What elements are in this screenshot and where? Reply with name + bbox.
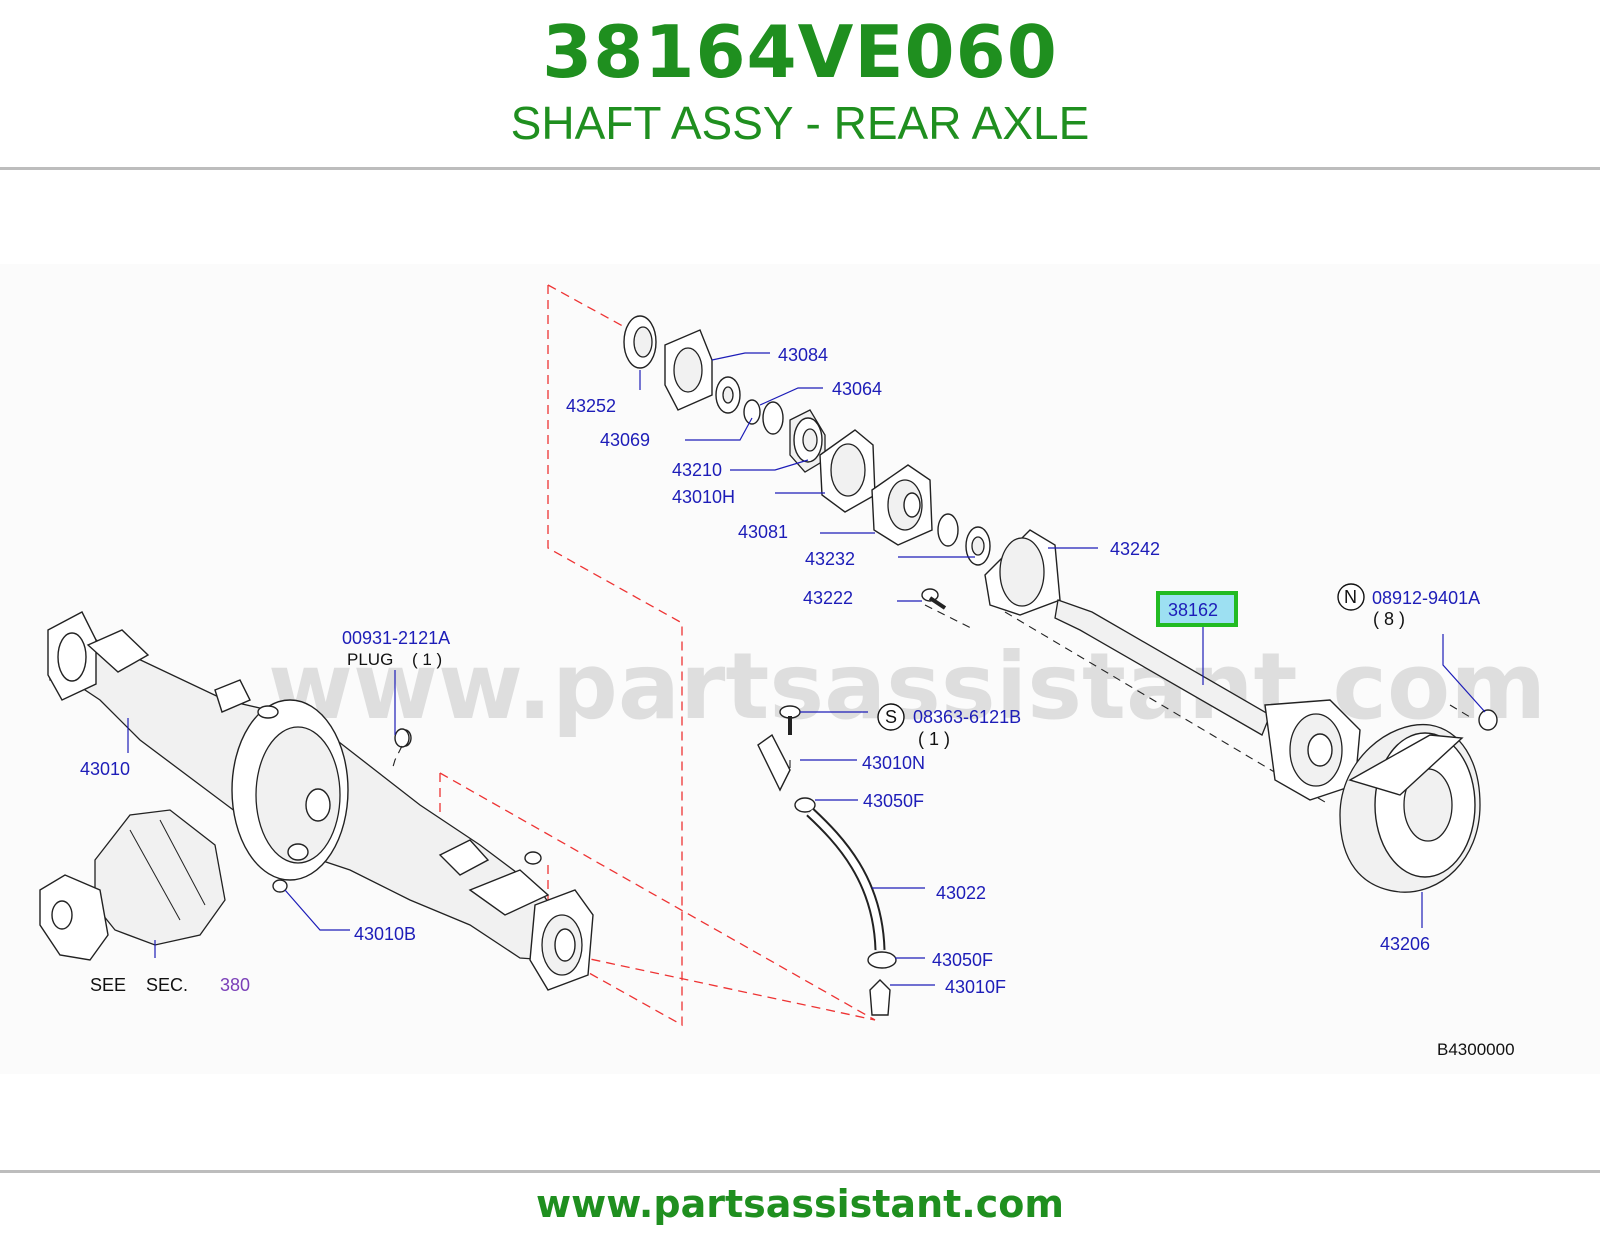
leader-lines: [127, 352, 1486, 986]
axle-housing: [47, 611, 594, 991]
seal-43232: [937, 513, 959, 547]
highlight-box-38162[interactable]: [1156, 591, 1238, 627]
page-subtitle: SHAFT ASSY - REAR AXLE: [510, 97, 1090, 149]
label-43010[interactable]: 43010: [80, 759, 130, 779]
s-mark-label: S: [885, 707, 897, 727]
label-43069[interactable]: 43069: [600, 430, 650, 450]
label-43022[interactable]: 43022: [936, 883, 986, 903]
label-43050f-upper[interactable]: 43050F: [863, 791, 924, 811]
label-43252[interactable]: 43252: [566, 396, 616, 416]
bearing-cage-43010h: [819, 429, 876, 513]
s-mark-icon: [877, 703, 905, 731]
oil-seal-43252: [623, 315, 657, 369]
exploded-frame-top: [547, 284, 631, 331]
page-title: 38164VE060: [542, 10, 1058, 94]
spacer-43064: [762, 401, 784, 435]
label-43010b[interactable]: 43010B: [354, 924, 416, 944]
breather-assembly: [757, 705, 897, 1016]
label-43242[interactable]: 43242: [1110, 539, 1160, 559]
lock-washer-43084: [715, 376, 741, 414]
ring-43069: [743, 399, 761, 425]
nut-08912: [1478, 709, 1498, 731]
differential-carrier: [39, 809, 226, 961]
label-43010f[interactable]: 43010F: [945, 977, 1006, 997]
plug-label: PLUG: [347, 650, 393, 669]
header-divider: [0, 167, 1600, 170]
n-mark-icon: [1337, 583, 1365, 611]
label-00931-2121a[interactable]: 00931-2121A: [342, 628, 450, 648]
qty-08912: ( 8 ): [1373, 609, 1405, 629]
plug-00931: [391, 728, 410, 771]
label-38162[interactable]: 38162: [1168, 600, 1218, 620]
diagram-code: B4300000: [1437, 1040, 1515, 1059]
label-43232[interactable]: 43232: [805, 549, 855, 569]
qty-plug: ( 1 ): [412, 650, 442, 669]
label-43084[interactable]: 43084: [778, 345, 828, 365]
label-43010n[interactable]: 43010N: [862, 753, 925, 773]
label-43206[interactable]: 43206: [1380, 934, 1430, 954]
label-43010h[interactable]: 43010H: [672, 487, 735, 507]
inner-seal-43232: [965, 526, 991, 566]
footer-divider: [0, 1170, 1600, 1173]
bearing-housing-43081: [871, 464, 933, 546]
qty-08363: ( 1 ): [918, 729, 950, 749]
label-08363-6121b[interactable]: 08363-6121B: [913, 707, 1021, 727]
backing-plate-43242: [984, 529, 1061, 616]
label-43081[interactable]: 43081: [738, 522, 788, 542]
label-08912-9401a[interactable]: 08912-9401A: [1372, 588, 1480, 608]
sec-label: SEC.: [146, 975, 188, 995]
label-43064[interactable]: 43064: [832, 379, 882, 399]
exploded-frame-diagonal: [439, 772, 876, 1021]
bolt-43222: [921, 588, 947, 610]
diagram-background: [0, 264, 1600, 1074]
label-43210[interactable]: 43210: [672, 460, 722, 480]
label-43050f-lower[interactable]: 43050F: [932, 950, 993, 970]
n-mark-label: N: [1344, 587, 1357, 607]
see-label: SEE: [90, 975, 126, 995]
axle-shaft-38162: [1054, 599, 1361, 801]
section-link-380[interactable]: 380: [220, 975, 250, 995]
footer-site-link[interactable]: www.partsassistant.com: [536, 1182, 1064, 1226]
gasket-43069: [664, 329, 713, 411]
header: 38164VE060 SHAFT ASSY - REAR AXLE: [0, 0, 1600, 168]
brake-drum-43206: [1339, 723, 1481, 893]
label-43222[interactable]: 43222: [803, 588, 853, 608]
